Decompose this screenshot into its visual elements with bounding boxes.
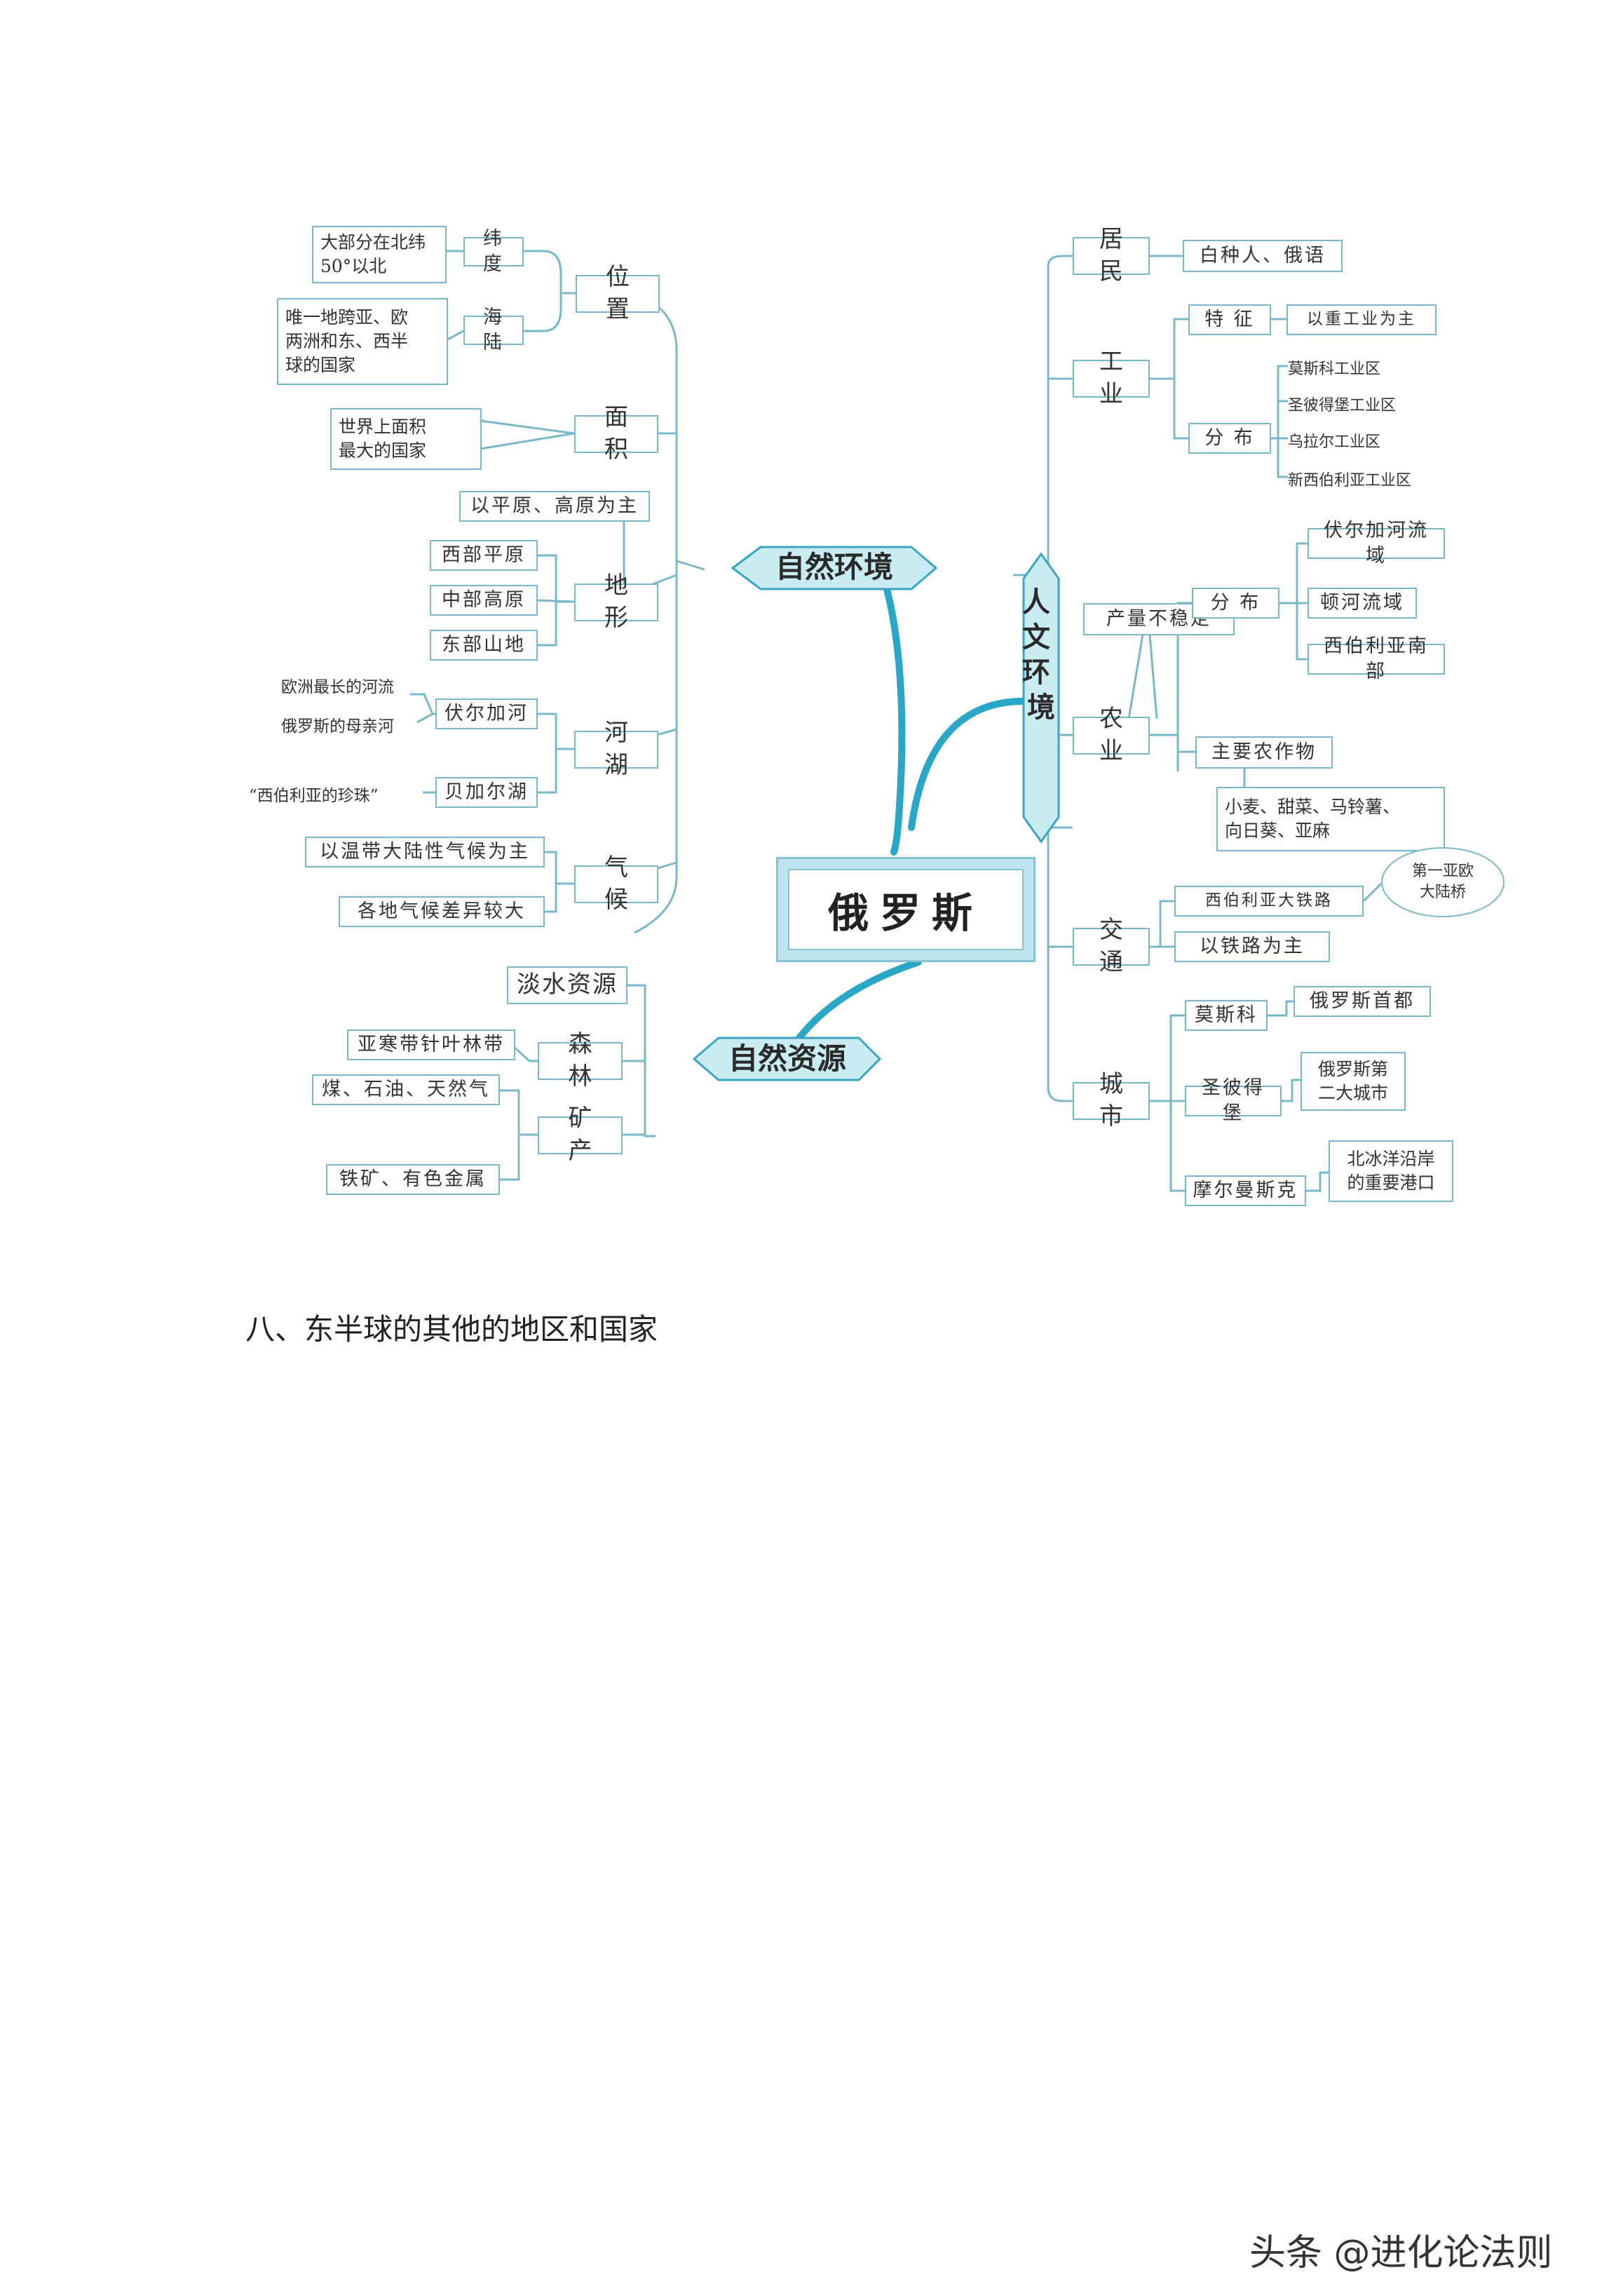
section-heading: 八、东半球的其他的地区和国家	[245, 1312, 658, 1346]
human-env-branch: 人 文 环 境	[1022, 552, 1060, 844]
node-transport: 交 通	[1073, 916, 1150, 976]
connector-lines: 自然环境 人 文 环 境 自然资源	[410, 250, 1383, 1192]
sea-land-note: 唯一地跨亚、欧 两洲和东、西半 球的国家	[277, 298, 448, 385]
russia-mind-map: 自然环境 人 文 环 境 自然资源 俄罗斯 位 置 纬 度 大部分在北纬 50°…	[242, 210, 1560, 1276]
node-latitude: 纬 度	[463, 228, 524, 275]
minerals-energy: 煤、石油、天然气	[312, 1074, 500, 1105]
source-watermark: 头条 @进化论法则	[1249, 2232, 1553, 2274]
center-title: 俄罗斯	[827, 889, 984, 937]
volga-note-mother: 俄罗斯的母亲河	[281, 717, 394, 736]
industry-region-moscow: 莫斯科工业区	[1288, 360, 1381, 378]
volga-note-longest: 欧洲最长的河流	[281, 678, 394, 696]
transport-railway: 西伯利亚大铁路	[1174, 886, 1364, 917]
node-location: 位 置	[576, 263, 660, 323]
agri-region-don: 顿河流域	[1308, 588, 1417, 619]
climate-main: 以温带大陆性气候为主	[305, 837, 545, 867]
minerals-metals: 铁矿、有色金属	[326, 1164, 500, 1195]
node-climate: 气 候	[574, 853, 658, 914]
industry-feature-note: 以重工业为主	[1286, 304, 1437, 335]
baikal-note: “西伯利亚的珍珠”	[249, 787, 379, 805]
industry-distribution: 分 布	[1188, 423, 1271, 454]
svg-text:人 文 环: 人 文 环 境	[1022, 586, 1060, 724]
node-baikal: 贝加尔湖	[435, 777, 538, 808]
human-env-label-char: 环	[1022, 656, 1050, 689]
latitude-note: 大部分在北纬 50°以北	[312, 226, 447, 283]
forest-note: 亚寒带针叶林带	[347, 1029, 515, 1060]
area-note: 世界上面积 最大的国家	[330, 408, 482, 470]
agri-crops-label: 主要农作物	[1195, 736, 1333, 769]
human-env-label-char: 人	[1022, 586, 1050, 619]
industry-region-spb: 圣彼得堡工业区	[1288, 397, 1397, 414]
node-volga: 伏尔加河	[435, 698, 538, 729]
transport-bridge-bubble: 第一亚欧 大陆桥	[1381, 847, 1505, 917]
terrain-east-mountain: 东部山地	[430, 630, 538, 661]
terrain-west-plain: 西部平原	[430, 540, 538, 571]
industry-feature: 特 征	[1188, 304, 1271, 335]
node-rivers-lakes: 河 湖	[574, 719, 658, 779]
node-sea-land: 海 陆	[463, 306, 524, 353]
transport-main: 以铁路为主	[1174, 931, 1330, 962]
human-env-label-char: 境	[1027, 691, 1055, 724]
agri-distribution: 分 布	[1192, 588, 1279, 619]
center-node: 俄罗斯	[776, 857, 1035, 962]
city-moscow: 莫斯科	[1185, 1000, 1268, 1031]
industry-region-ural: 乌拉尔工业区	[1288, 433, 1381, 451]
natural-env-label: 自然环境	[775, 550, 893, 584]
natural-env-branch: 自然环境	[731, 546, 938, 590]
node-area: 面 积	[574, 403, 658, 464]
climate-variation: 各地气候差异较大	[339, 896, 545, 927]
agri-region-volga: 伏尔加河流域	[1308, 520, 1445, 567]
city-moscow-note: 俄罗斯首都	[1293, 986, 1431, 1017]
terrain-main: 以平原、高原为主	[459, 491, 650, 522]
city-spb-note: 俄罗斯第 二大城市	[1301, 1052, 1406, 1111]
node-residents: 居 民	[1073, 225, 1150, 285]
city-spb: 圣彼得堡	[1185, 1077, 1282, 1124]
node-industry: 工 业	[1073, 348, 1150, 408]
agri-region-siberia-south: 西伯利亚南部	[1308, 635, 1445, 682]
terrain-central-plateau: 中部高原	[430, 585, 538, 616]
node-fresh-water: 淡水资源	[507, 966, 627, 1004]
natural-res-label: 自然资源	[728, 1041, 846, 1076]
agri-crops: 小麦、甜菜、马铃薯、 向日葵、亚麻	[1216, 787, 1445, 851]
node-forest: 森 林	[538, 1030, 623, 1090]
industry-region-novosibirsk: 新西伯利亚工业区	[1288, 472, 1412, 489]
center-frame: 俄罗斯	[788, 869, 1024, 950]
node-minerals: 矿 产	[538, 1105, 623, 1165]
node-agriculture: 农 业	[1073, 705, 1150, 765]
natural-res-branch: 自然资源	[692, 1036, 882, 1081]
human-env-label-char: 文	[1022, 621, 1050, 654]
city-murmansk: 摩尔曼斯克	[1185, 1175, 1306, 1206]
residents-note: 白种人、俄语	[1183, 240, 1343, 272]
node-terrain: 地 形	[574, 572, 658, 632]
city-murmansk-note: 北冰洋沿岸 的重要港口	[1329, 1140, 1453, 1202]
node-cities: 城 市	[1073, 1070, 1150, 1130]
